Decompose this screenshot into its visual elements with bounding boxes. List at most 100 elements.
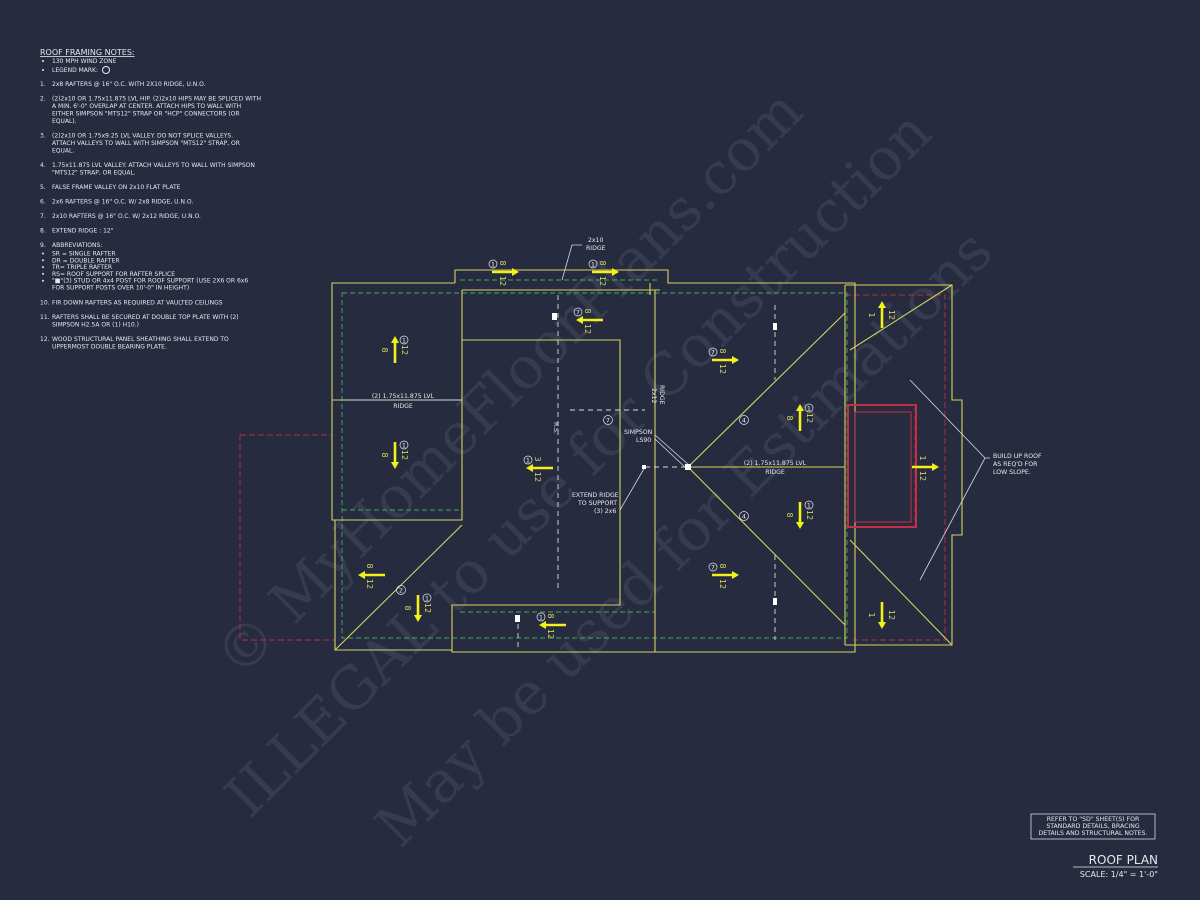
arrow-head-icon [878, 301, 886, 308]
slope-rise: 8 [498, 260, 507, 265]
arrow-head-icon [414, 615, 422, 622]
note-text: ATTACH VALLEYS TO WALL WITH SIMPSON "MTS… [52, 140, 240, 147]
slope-run: 12 [805, 510, 814, 520]
slope-rise: 1 [918, 455, 927, 460]
arrow-head-icon [358, 571, 365, 579]
slope-run: 12 [718, 579, 727, 589]
circled-mark-icon [422, 593, 432, 603]
circled-mark-icon [804, 500, 814, 510]
note-number: 5. [40, 184, 46, 191]
bullet-icon [42, 279, 44, 282]
slope-run: 12 [533, 472, 542, 482]
note-text: (2)2x10 OR 1.75x9.25 LVL VALLEY. DO NOT … [52, 133, 233, 140]
extend-ridge-label-3: (3) 2x6 [594, 508, 616, 515]
circled-mark-icon [399, 440, 409, 450]
note-text: 1.75x11.875 LVL VALLEY. ATTACH VALLEYS T… [52, 162, 255, 169]
bullet-icon [42, 252, 44, 255]
note-bullet: LEGEND MARK: [52, 67, 98, 74]
slope-run: 12 [365, 579, 374, 589]
note-text: RAFTERS SHALL BE SECURED AT DOUBLE TOP P… [52, 314, 239, 321]
slope-arrow: 112 [912, 455, 939, 481]
ridge-2x12-label-2: RIDGE [658, 385, 665, 405]
arrow-head-icon [391, 336, 399, 343]
reference-line-3: DETAILS AND STRUCTURAL NOTES. [1039, 830, 1148, 837]
slope-rise: 8 [365, 563, 374, 568]
note-number: 3. [40, 133, 46, 140]
slope-rise: 8 [598, 260, 607, 265]
build-up-label: BUILD UP ROOF [993, 453, 1042, 460]
slope-rise: 1 [867, 312, 876, 317]
arrow-head-icon [732, 571, 739, 579]
slope-rise: 8 [785, 512, 794, 517]
note-number: 2. [40, 96, 46, 103]
slope-run: 12 [887, 610, 896, 620]
arrow-head-icon [526, 464, 533, 472]
slope-rise: 8 [718, 563, 727, 568]
abbreviation: RS= ROOF SUPPORT FOR RAFTER SPLICE [52, 271, 175, 278]
slope-rise: 8 [546, 613, 555, 618]
note-text: EXTEND RIDGE : 12" [52, 228, 114, 235]
simpson-label: SIMPSON [624, 429, 653, 436]
reference-line-1: REFER TO "SD" SHEET(S) FOR [1047, 816, 1140, 823]
note-text: 2x6 RAFTERS @ 16" O.C. W/ 2x8 RIDGE, U.N… [52, 199, 193, 206]
slope-run: 12 [498, 276, 507, 286]
slope-run: 12 [400, 450, 409, 460]
slope-rise: 1 [867, 612, 876, 617]
abbreviation: "■"(3) STUD OR 4x4 POST FOR ROOF SUPPORT… [52, 278, 248, 285]
mark-number: 1 [402, 441, 406, 449]
slope-run: 12 [423, 603, 432, 613]
arrow-head-icon [732, 356, 739, 364]
leader-lines [342, 244, 990, 650]
note-number: 9. [40, 242, 46, 249]
reference-box: REFER TO "SD" SHEET(S) FOR STANDARD DETA… [1030, 813, 1156, 840]
mark-number: 1 [807, 404, 811, 412]
note-number: 7. [40, 213, 46, 220]
arrow-head-icon [878, 622, 886, 629]
ridge-2x12-label: 2x12 [650, 388, 657, 404]
arrow-head-icon [796, 522, 804, 529]
slope-rise: 3 [533, 456, 542, 461]
abbreviation: FOR SUPPORT POSTS OVER 10'-0" IN HEIGHT) [52, 285, 189, 292]
legend-mark-icon [102, 66, 110, 74]
circled-mark-icon [603, 415, 613, 425]
note-number: 12. [40, 336, 50, 343]
arrow-head-icon [391, 462, 399, 469]
mark-number: 7 [576, 308, 580, 316]
slope-run: 12 [887, 310, 896, 320]
circled-mark-icon [573, 307, 583, 317]
note-text: WOOD STRUCTURAL PANEL SHEATHING SHALL EX… [52, 336, 229, 343]
bullet-icon [42, 60, 44, 62]
extend-ridge-label: EXTEND RIDGE [572, 492, 619, 499]
mark-number: 7 [711, 348, 715, 356]
bullet-icon [42, 69, 44, 71]
ridge-2x10-label: 2x10 [588, 237, 604, 244]
abbreviation: TR= TRIPLE RAFTER [51, 264, 112, 271]
mark-number: 1 [491, 260, 495, 268]
title-block: ROOF PLAN SCALE: 1/4" = 1'-0" [1073, 853, 1158, 879]
lvl-ridge-right-label-2: RIDGE [765, 469, 785, 476]
slope-rise: 8 [380, 347, 389, 352]
note-text: FIR DOWN RAFTERS AS REQUIRED AT VAULTED … [52, 299, 223, 306]
slope-rise: 8 [403, 605, 412, 610]
note-number: 8. [40, 228, 46, 235]
note-text: ABBREVIATIONS: [52, 242, 102, 249]
mark-number: 7 [606, 416, 610, 424]
mark-number: 1 [539, 613, 543, 621]
drawing-scale: SCALE: 1/4" = 1'-0" [1080, 870, 1158, 879]
slope-run: 12 [583, 324, 592, 334]
note-text: A MIN. 6'-0" OVERLAP AT CENTER. ATTACH H… [52, 103, 241, 110]
note-number: 4. [40, 162, 46, 169]
notes-title: ROOF FRAMING NOTES: [40, 48, 135, 57]
watermark-line-2: ILLEGAL to use for Construction [212, 97, 945, 830]
slope-arrow: 8 12 [358, 563, 385, 589]
slope-run: 12 [805, 413, 814, 423]
